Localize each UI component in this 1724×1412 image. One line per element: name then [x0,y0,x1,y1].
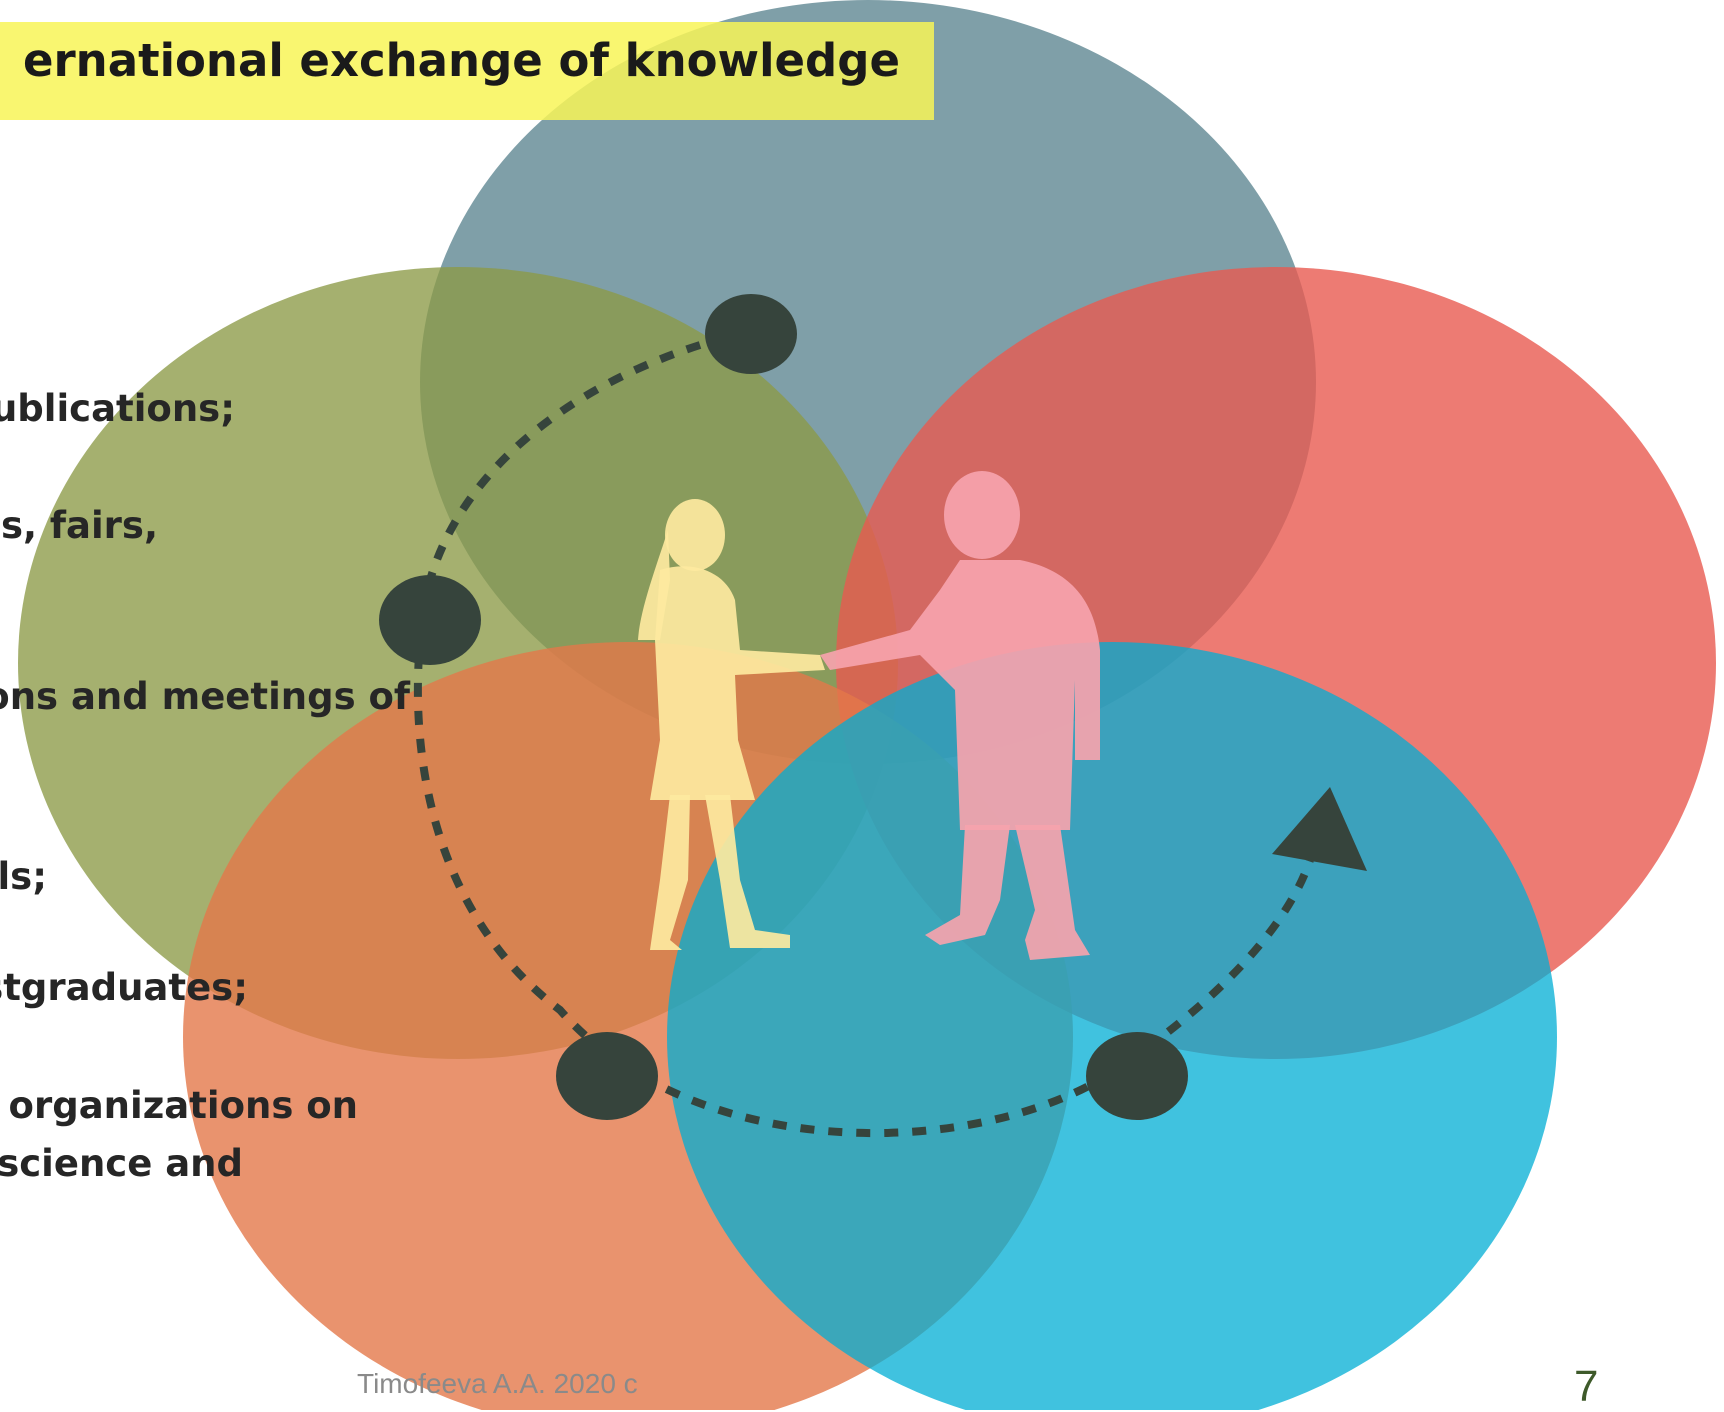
bullet-4: ls; [0,855,47,898]
bullet-2: ns, fairs, [0,504,158,547]
man-silhouette [820,471,1100,960]
circle-bottom-right [667,642,1557,1410]
arrow-head-icon [1272,787,1367,871]
page-title: ernational exchange of knowledge [22,34,900,87]
page-number: 7 [1574,1362,1599,1411]
bullet-6-continued: science and [0,1142,243,1185]
cycle-node-top [705,294,797,374]
footer-author: Timofeeva A.A. 2020 c [357,1368,638,1399]
cycle-node-left [379,575,481,665]
bullet-3: ons and meetings of [0,675,410,718]
title-container: ernational exchange of knowledge [0,22,934,120]
cycle-node-bottom-left [556,1032,658,1120]
bullet-1: ublications; [0,387,235,430]
woman-silhouette [638,499,825,950]
dashed-cycle-arrow-path [413,341,1314,1137]
cycle-node-bottom-right [1086,1032,1188,1120]
bullet-6: l organizations on [0,1084,358,1127]
bullet-5: stgraduates; [0,966,248,1009]
title-highlight [0,22,934,120]
